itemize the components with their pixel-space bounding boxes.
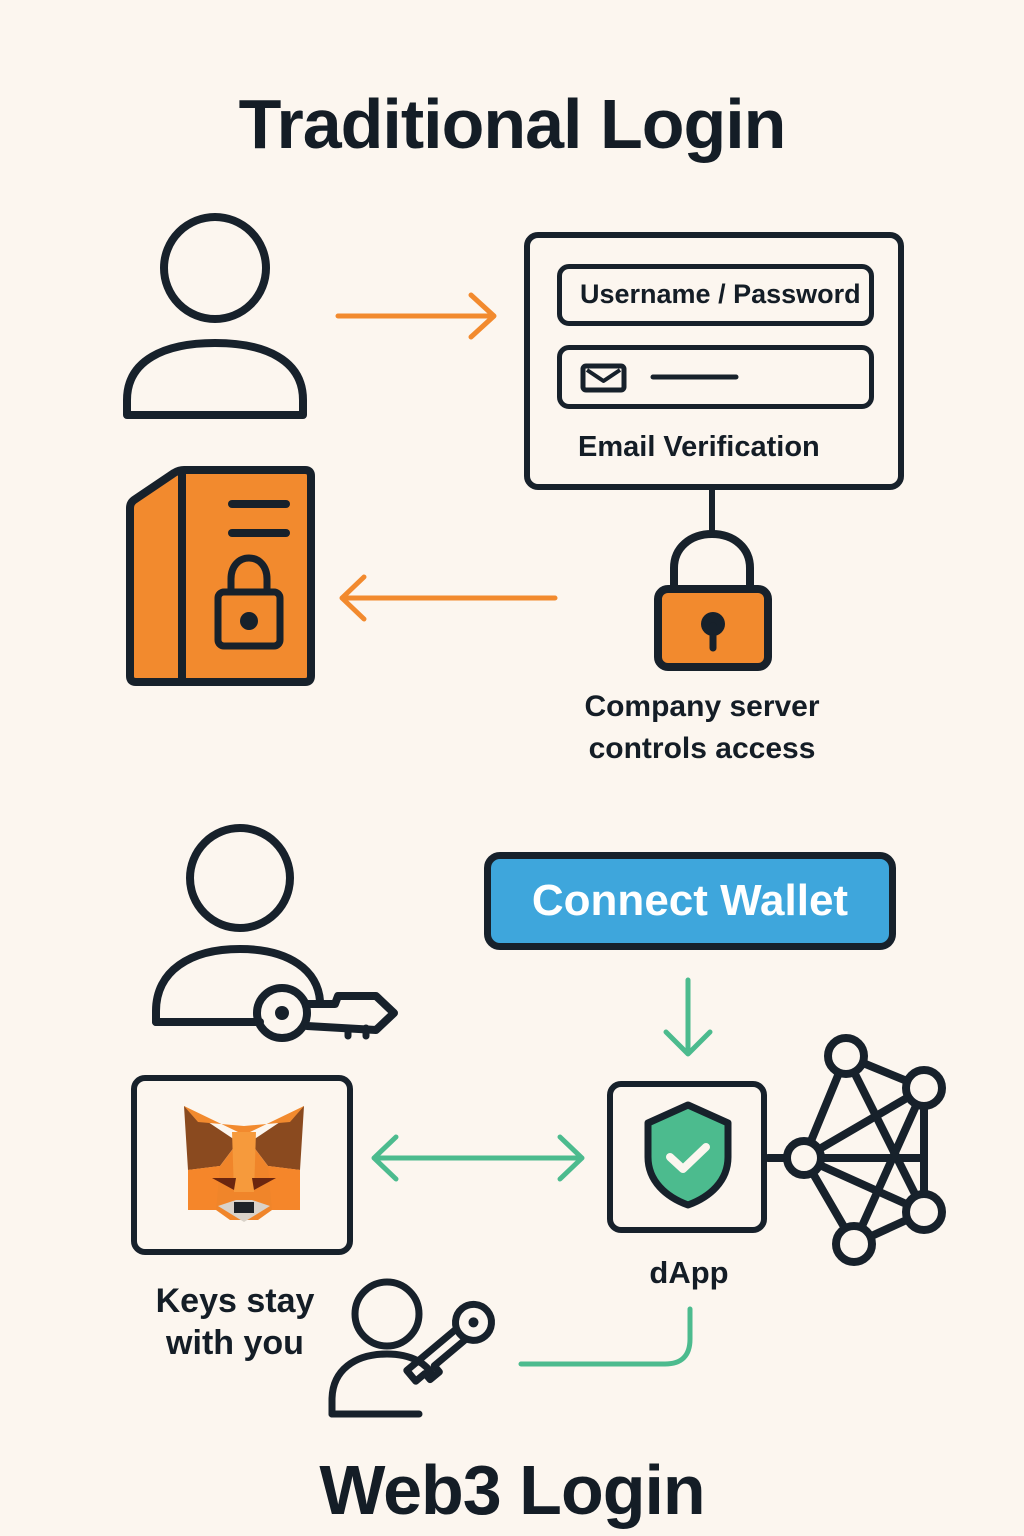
metamask-fox-icon xyxy=(184,1106,304,1222)
email-verification-caption: Email Verification xyxy=(578,431,820,463)
keys-stay-caption: Keys stay with you xyxy=(140,1280,330,1364)
connector-line xyxy=(518,1306,693,1367)
arrow-right-icon xyxy=(335,292,497,340)
caption-line-1: Company server xyxy=(584,690,820,723)
envelope-icon xyxy=(580,363,627,393)
company-server-caption: Company server controls access xyxy=(552,686,852,770)
web3-login-title: Web3 Login xyxy=(319,1451,705,1529)
caption-line-2: with you xyxy=(166,1324,304,1362)
user-key-icon xyxy=(152,824,398,1042)
email-field[interactable] xyxy=(557,345,874,409)
dapp-panel[interactable] xyxy=(607,1081,767,1233)
caption-line-2: controls access xyxy=(588,732,816,765)
user-icon xyxy=(123,213,307,419)
dapp-label: dApp xyxy=(649,1255,729,1290)
arrow-down-icon xyxy=(663,977,713,1057)
email-input-placeholder-line xyxy=(650,374,739,380)
credentials-field-label: Username / Password xyxy=(580,279,861,309)
user-key-small-icon xyxy=(328,1278,495,1418)
arrow-left-icon xyxy=(339,574,558,622)
padlock-icon xyxy=(654,488,772,671)
server-lock-icon xyxy=(126,466,315,686)
login-form-panel xyxy=(524,232,904,490)
caption-line-1: Keys stay xyxy=(155,1282,315,1320)
traditional-login-title: Traditional Login xyxy=(238,85,787,163)
credentials-field[interactable] xyxy=(557,264,874,326)
connect-wallet-button[interactable]: Connect Wallet xyxy=(484,852,896,950)
network-icon xyxy=(764,1034,946,1266)
wallet-panel[interactable] xyxy=(131,1075,353,1255)
double-arrow-icon xyxy=(371,1134,585,1182)
shield-check-icon xyxy=(644,1101,732,1209)
